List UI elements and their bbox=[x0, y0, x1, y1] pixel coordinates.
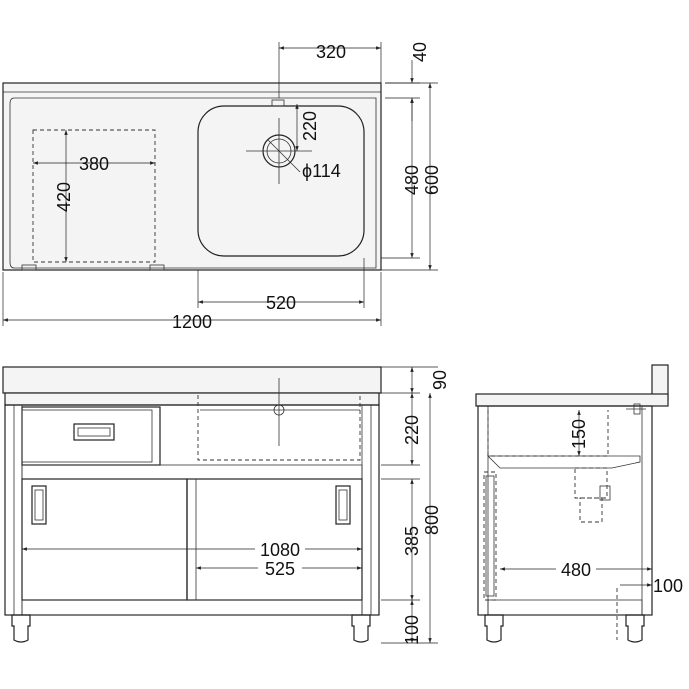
foot-mark-left bbox=[21, 264, 37, 271]
dim-overall-height: 800 bbox=[422, 505, 442, 535]
front-leg-left bbox=[11, 614, 31, 643]
dim-inner-width: 1080 bbox=[260, 540, 300, 560]
side-leg-left bbox=[484, 614, 504, 643]
dim-drain-offset: 320 bbox=[316, 42, 346, 62]
dim-side-leg-offset: 100 bbox=[653, 576, 683, 596]
side-leg-right bbox=[625, 614, 645, 643]
dim-basin-width: 520 bbox=[266, 293, 296, 313]
dim-door-width: 525 bbox=[265, 559, 295, 579]
side-view-dimensions: 150 480 100 bbox=[500, 410, 683, 596]
dim-side-depth: 480 bbox=[561, 560, 591, 580]
dim-basin-depth: 480 bbox=[402, 165, 422, 195]
side-bowl-hidden bbox=[487, 410, 609, 457]
side-view bbox=[475, 364, 669, 643]
cutout-outline bbox=[32, 129, 156, 263]
front-view-dimensions: 90 220 385 100 800 1080 525 bbox=[22, 366, 450, 645]
front-lip bbox=[4, 392, 380, 406]
dim-overall-width: 1200 bbox=[172, 312, 212, 332]
dim-top-edge: 40 bbox=[410, 42, 430, 62]
door-handle-right bbox=[335, 485, 351, 525]
dim-drain-diameter: ϕ114 bbox=[302, 161, 341, 181]
foot-mark-right bbox=[149, 264, 165, 271]
dim-drawer-height: 220 bbox=[402, 415, 422, 445]
dim-overall-depth: 600 bbox=[422, 165, 442, 195]
dim-bowl-depth: 150 bbox=[569, 419, 589, 449]
overflow-slot bbox=[271, 99, 285, 107]
dim-leg-height: 100 bbox=[402, 615, 422, 645]
front-leg-right bbox=[351, 614, 371, 643]
dim-basin-to-drain: 220 bbox=[300, 111, 320, 141]
drainboard-recess bbox=[9, 97, 377, 269]
dim-cabinet-height: 385 bbox=[402, 526, 422, 556]
dim-backsplash-height: 90 bbox=[430, 370, 450, 390]
drain-leader bbox=[267, 139, 301, 173]
side-body bbox=[477, 405, 653, 616]
dim-cutout-depth: 420 bbox=[54, 182, 74, 212]
dim-cutout-width: 380 bbox=[79, 154, 109, 174]
front-countertop bbox=[2, 366, 382, 394]
front-body bbox=[4, 404, 380, 616]
drawer-handle bbox=[73, 423, 115, 441]
door-handle-left bbox=[31, 485, 47, 525]
front-view bbox=[2, 366, 382, 643]
drain-trap bbox=[574, 467, 608, 499]
bowl-hidden-line bbox=[197, 395, 361, 461]
top-view-dimensions: 320 40 220 ϕ114 380 420 480 600 520 bbox=[2, 42, 442, 332]
sliding-door-left bbox=[21, 478, 188, 601]
